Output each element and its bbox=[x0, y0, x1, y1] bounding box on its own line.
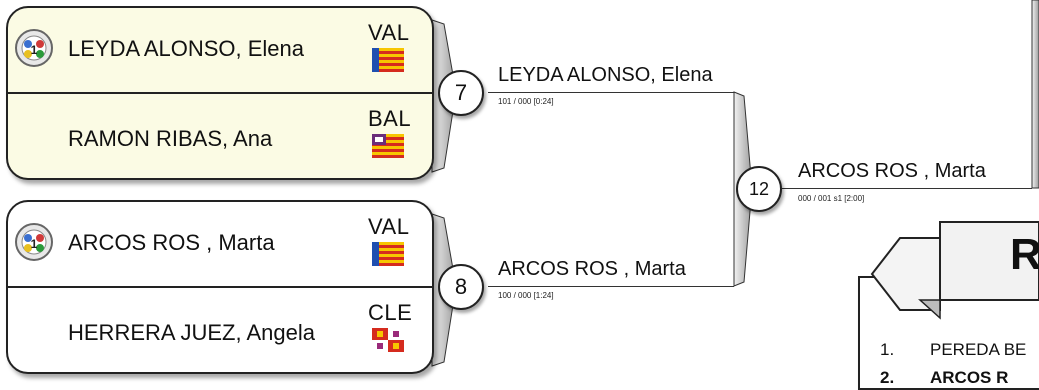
athlete-row-2[interactable]: HERRERA JUEZ, Angela CLE bbox=[8, 288, 432, 372]
match-number-badge[interactable]: 7 bbox=[438, 70, 484, 116]
athlete-name: LEYDA ALONSO, Elena bbox=[68, 36, 305, 61]
athlete-name: ARCOS ROS , Marta bbox=[68, 230, 275, 255]
svg-text:1: 1 bbox=[31, 43, 38, 57]
ribbon-title: R bbox=[1010, 230, 1039, 279]
team-code: BAL bbox=[368, 106, 412, 131]
team-code: VAL bbox=[368, 214, 410, 239]
card-divider bbox=[8, 286, 432, 288]
match-number-badge[interactable]: 12 bbox=[736, 166, 782, 212]
team-code: CLE bbox=[368, 300, 413, 325]
flag-val-icon bbox=[372, 242, 404, 266]
federation-logo-icon: 1 bbox=[15, 29, 53, 67]
connector-line-m8-winner bbox=[488, 286, 734, 287]
result-rank: 1. bbox=[880, 340, 895, 359]
connector-line-m12-winner bbox=[782, 188, 1032, 189]
flag-cle-icon bbox=[372, 328, 404, 352]
athlete-row-2[interactable]: RAMON RIBAS, Ana BAL bbox=[8, 94, 432, 178]
results-ribbon bbox=[870, 221, 1039, 320]
federation-logo-icon: 1 bbox=[15, 223, 53, 261]
match-number-badge[interactable]: 8 bbox=[438, 264, 484, 310]
flag-val-icon bbox=[372, 48, 404, 72]
athlete-row-1[interactable]: 1 LEYDA ALONSO, Elena VAL bbox=[8, 8, 432, 92]
wedge-next bbox=[1031, 0, 1039, 189]
result-name: PEREDA BE bbox=[930, 340, 1027, 359]
winner-name: LEYDA ALONSO, Elena bbox=[498, 64, 713, 86]
match-card-8: 1 ARCOS ROS , Marta VAL HERRERA JUEZ, An… bbox=[6, 200, 434, 374]
winner-name: ARCOS ROS , Marta bbox=[798, 160, 986, 182]
match-score: 100 / 000 [1:24] bbox=[498, 291, 554, 300]
athlete-name: HERRERA JUEZ, Angela bbox=[68, 320, 315, 345]
card-divider bbox=[8, 92, 432, 94]
connector-line-m7-winner bbox=[488, 92, 734, 93]
athlete-name: RAMON RIBAS, Ana bbox=[68, 126, 273, 151]
athlete-row-1[interactable]: 1 ARCOS ROS , Marta VAL bbox=[8, 202, 432, 286]
winner-name: ARCOS ROS , Marta bbox=[498, 258, 686, 280]
flag-bal-icon bbox=[372, 134, 404, 158]
match-card-7: 1 LEYDA ALONSO, Elena VAL RAMON RIBAS, A… bbox=[6, 6, 434, 180]
svg-text:1: 1 bbox=[31, 237, 38, 251]
match-score: 000 / 001 s1 [2:00] bbox=[798, 194, 865, 203]
team-code: VAL bbox=[368, 20, 410, 45]
match-score: 101 / 000 [0:24] bbox=[498, 97, 554, 106]
